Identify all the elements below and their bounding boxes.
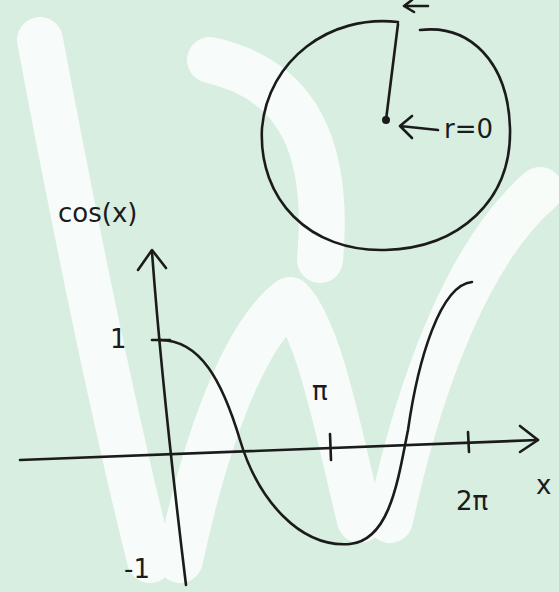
axis-arrowhead bbox=[138, 250, 166, 270]
y-axis bbox=[152, 252, 186, 585]
tick-label: 1 bbox=[110, 326, 127, 352]
tick bbox=[330, 434, 331, 460]
pointer-arrow bbox=[404, 0, 428, 12]
axis-label: cos(x) bbox=[58, 200, 137, 226]
axis-label: x bbox=[536, 472, 551, 498]
watermark-stroke bbox=[180, 300, 360, 560]
axis-arrowhead bbox=[520, 426, 538, 452]
tick-label: -1 bbox=[124, 556, 150, 582]
center-dot bbox=[382, 116, 390, 124]
circle bbox=[262, 21, 510, 250]
tick bbox=[468, 432, 469, 452]
x-axis bbox=[20, 440, 538, 460]
radius-line bbox=[386, 24, 398, 120]
watermark-stroke bbox=[40, 40, 150, 560]
watermark-stroke bbox=[390, 190, 540, 520]
pointer-arrow bbox=[400, 116, 438, 138]
radius-label: r=0 bbox=[444, 116, 493, 142]
watermark bbox=[40, 40, 540, 560]
watermark-stroke bbox=[210, 60, 322, 260]
tick-label: 2π bbox=[456, 488, 488, 514]
tick-label: π bbox=[312, 378, 328, 404]
cosine-curve bbox=[160, 282, 472, 544]
